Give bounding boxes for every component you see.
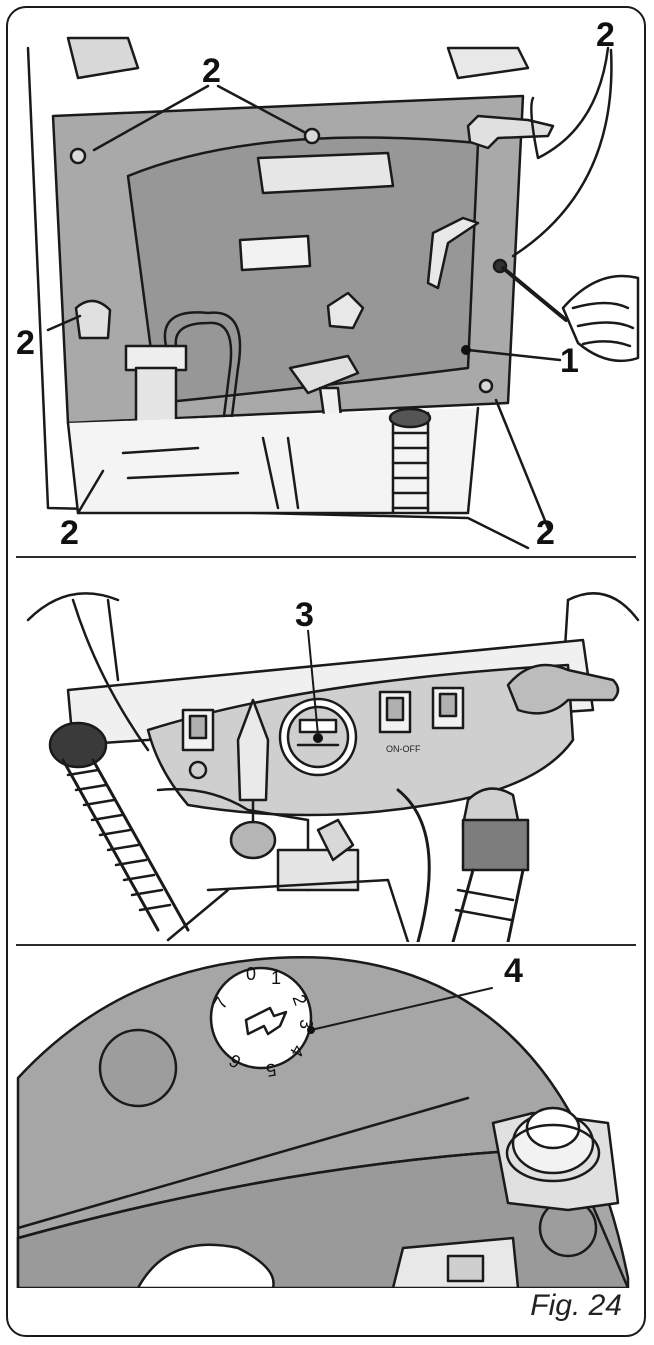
callout-screw-bottom-right: 2 (536, 514, 555, 552)
dial-number-3: 3 (296, 1019, 316, 1029)
callout-screws-top: 2 (202, 52, 221, 90)
figure-frame: 2 2 2 2 2 1 (6, 6, 646, 1337)
on-off-label: ON-OFF (386, 744, 421, 754)
top-panel-illustration (26, 36, 640, 550)
dial-number-5: 5 (264, 1059, 277, 1080)
callout-screws-top-right: 2 (596, 16, 615, 54)
middle-panel: ON-OFF (8, 560, 644, 942)
bottom-panel: 0 1 2 3 4 5 6 7 (8, 948, 644, 1288)
dial-number-1: 1 (271, 968, 281, 988)
divider-top (16, 556, 636, 558)
bottom-panel-illustration: 0 1 2 3 4 5 6 7 (16, 956, 630, 1288)
middle-panel-illustration: ON-OFF (26, 592, 640, 942)
dial-number-0: 0 (246, 964, 256, 984)
callout-cover-panel: 1 (560, 342, 579, 380)
top-panel (8, 8, 644, 556)
callout-brush-pressure-dial: 4 (504, 952, 523, 990)
callout-hour-meter: 3 (295, 596, 314, 634)
divider-bottom (16, 944, 636, 946)
callout-clamp-bottom-left: 2 (60, 514, 79, 552)
callout-clamp-left: 2 (16, 324, 35, 362)
figure-caption: Fig. 24 (530, 1289, 622, 1322)
